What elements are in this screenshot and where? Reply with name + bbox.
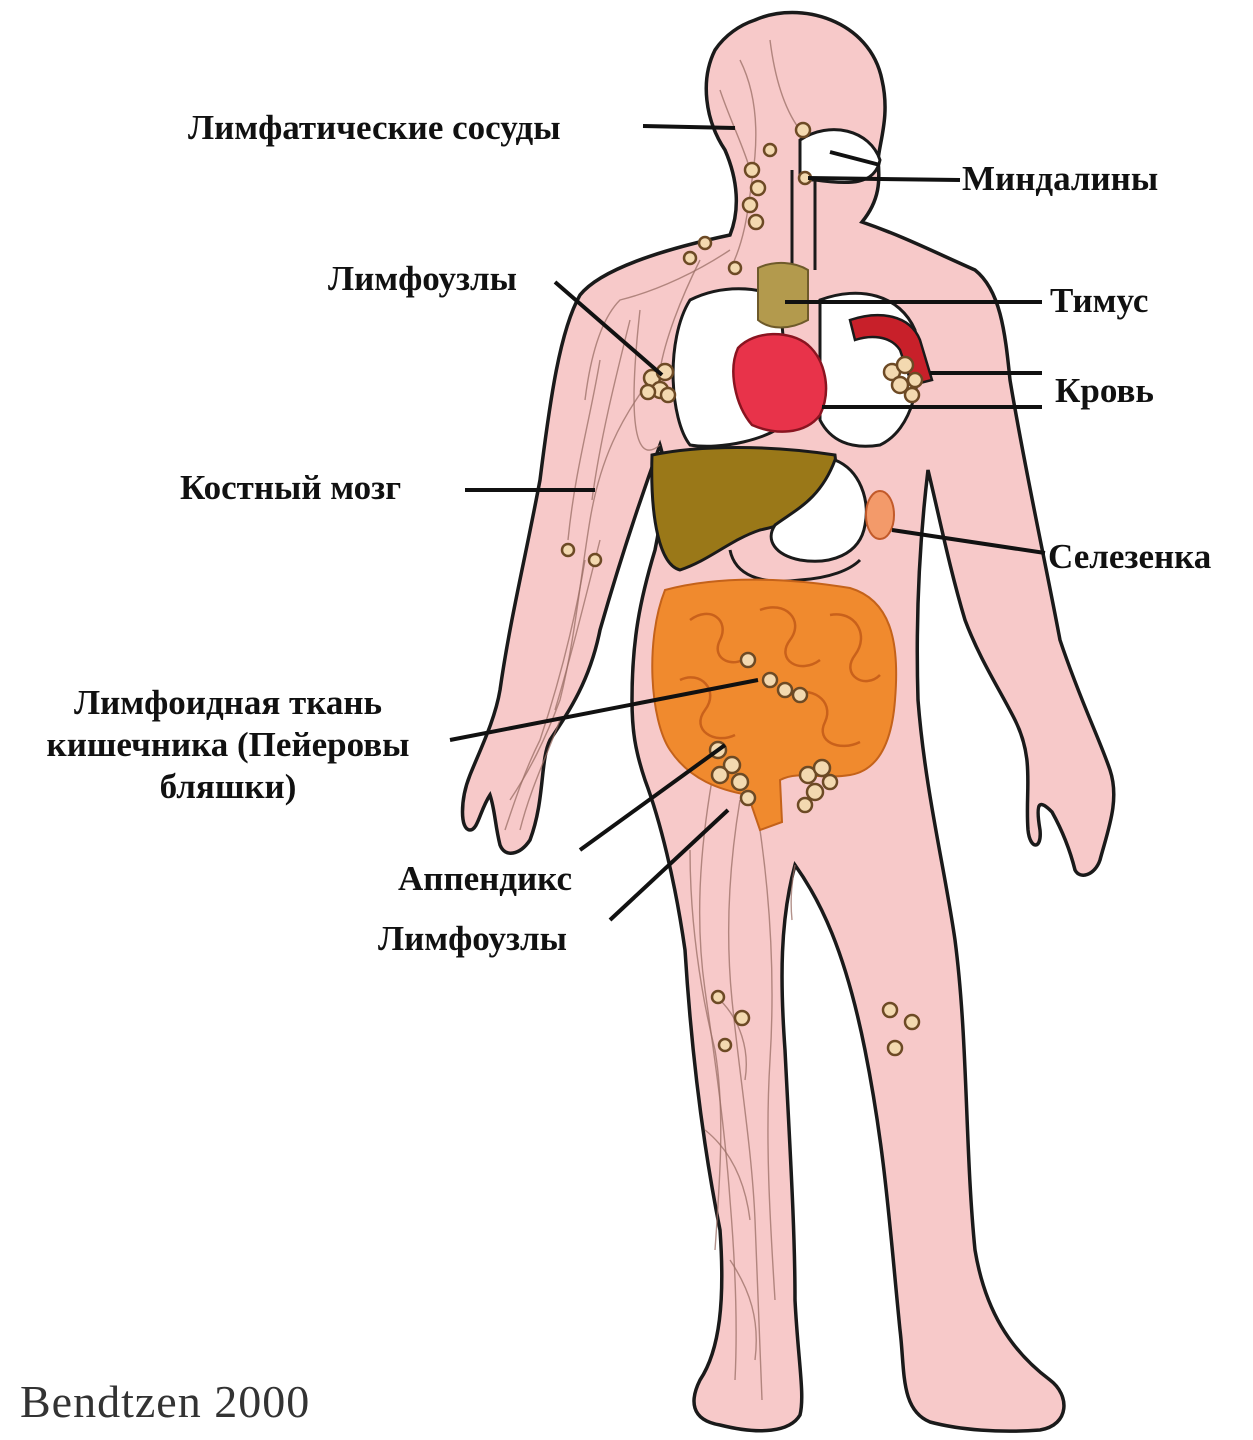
leader-tonsils (808, 178, 960, 180)
label-lymph-nodes-upper: Лимфоузлы (328, 258, 517, 300)
label-intestinal-tissue-line-3: бляшки) (8, 766, 448, 808)
label-intestinal-tissue: Лимфоидная ткань кишечника (Пейеровы бля… (8, 682, 448, 808)
label-tonsils: Миндалины (962, 158, 1158, 200)
label-spleen: Селезенка (1048, 536, 1211, 578)
label-thymus: Тимус (1050, 280, 1148, 322)
spleen (866, 491, 894, 539)
label-blood: Кровь (1055, 370, 1154, 412)
label-lymph-nodes-lower: Лимфоузлы (378, 918, 567, 960)
heart (733, 334, 826, 431)
label-intestinal-tissue-line-1: Лимфоидная ткань (8, 682, 448, 724)
label-bone-marrow: Костный мозг (180, 467, 401, 509)
thymus (758, 263, 808, 328)
credit-text: Bendtzen 2000 (20, 1375, 310, 1428)
label-intestinal-tissue-line-2: кишечника (Пейеровы (8, 724, 448, 766)
label-appendix: Аппендикс (398, 858, 572, 900)
leader-lymph-vessels (643, 126, 735, 128)
label-lymph-vessels: Лимфатические сосуды (188, 107, 561, 149)
